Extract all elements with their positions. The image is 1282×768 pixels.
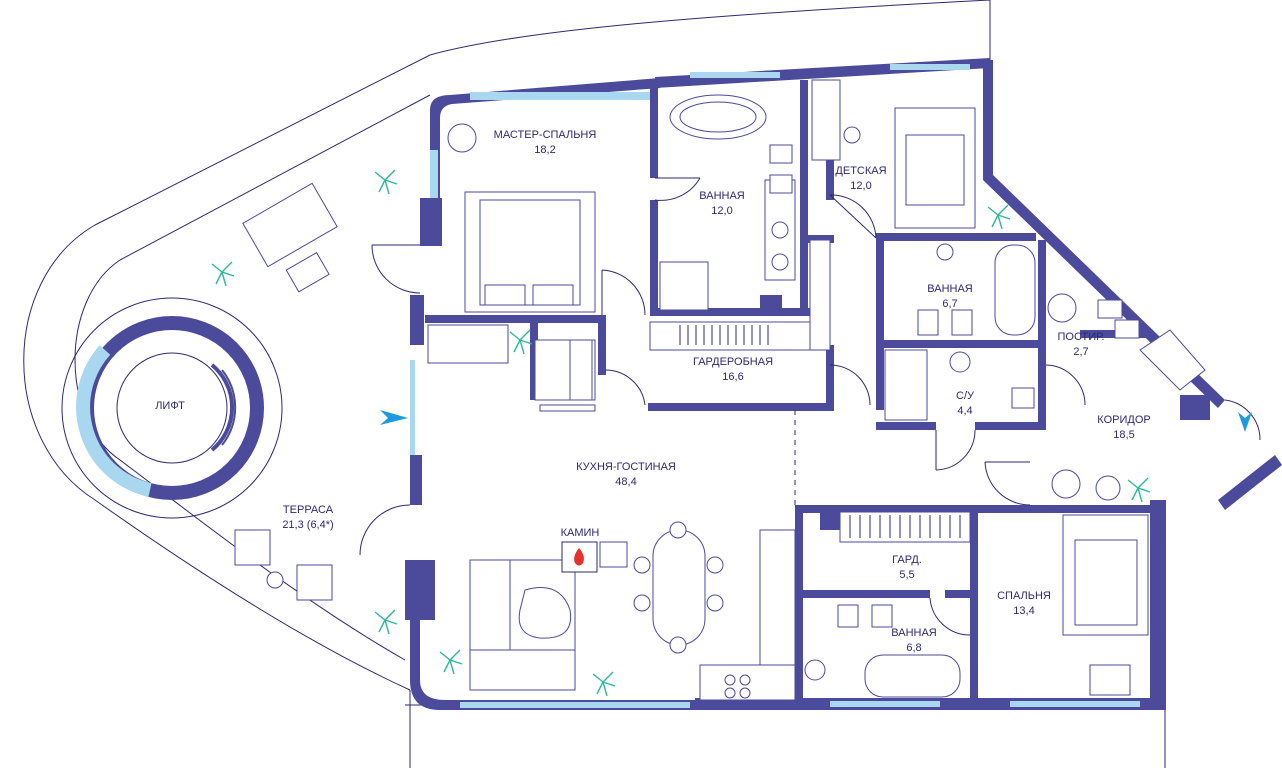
room-name: МАСТЕР-СПАЛЬНЯ <box>493 129 597 141</box>
room-area: 5,5 <box>899 569 915 581</box>
room-name: С/У <box>956 390 974 402</box>
room-label-bath-kids: ВАННАЯ 6,7 <box>927 282 972 312</box>
room-name: ВАННАЯ <box>927 283 973 295</box>
room-label-corridor: КОРИДОР 18,5 <box>1097 413 1150 443</box>
wc-fixtures <box>884 349 1035 421</box>
terrace-furniture <box>234 182 338 601</box>
room-label-lift: ЛИФТ <box>155 399 185 414</box>
room-label-master-bedroom: МАСТЕР-СПАЛЬНЯ 18,2 <box>494 128 597 158</box>
plants <box>211 169 1151 697</box>
living-furniture <box>427 324 796 701</box>
room-label-wc: С/У 4,4 <box>956 389 974 419</box>
kids-furniture <box>811 79 976 229</box>
room-label-small-wardrobe: ГАРД. 5,5 <box>892 553 922 583</box>
laundry-fixtures <box>1047 293 1206 391</box>
room-name: ГАРД. <box>892 554 922 566</box>
room-label-terrace: ТЕРРАСА 21,3 (6,4*) <box>282 503 333 533</box>
room-area: 6,8 <box>906 642 922 654</box>
master-bath-fixtures <box>659 94 796 311</box>
exterior-walls <box>405 58 1282 710</box>
room-name: КОРИДОР <box>1097 414 1151 426</box>
room-area: 6,7 <box>942 298 958 310</box>
room-name: ЛИФТ <box>155 400 185 412</box>
room-name: ГАРДЕРОБНАЯ <box>692 356 774 368</box>
room-area: 16,6 <box>722 371 744 383</box>
fireplace-icon <box>561 541 598 573</box>
small-bath-fixtures <box>804 604 961 698</box>
room-label-bath-small: ВАННАЯ 6,8 <box>891 626 936 656</box>
interior-walls <box>425 80 1155 710</box>
room-label-bedroom: СПАЛЬНЯ 13,4 <box>997 589 1051 619</box>
room-label-kitchen-living: КУХНЯ-ГОСТИНАЯ 48,4 <box>576 460 676 490</box>
room-name: ВАННАЯ <box>699 190 745 202</box>
wardrobe-shelving <box>649 239 971 543</box>
room-area: 18,5 <box>1113 429 1135 441</box>
room-area: 12,0 <box>711 205 733 217</box>
room-name: ВАННАЯ <box>891 627 937 639</box>
room-name: КАМИН <box>560 527 600 539</box>
lift-shaft <box>61 297 283 519</box>
bedroom-furniture <box>1051 469 1149 696</box>
terrace-outline-bottom <box>405 704 1166 768</box>
room-name: ТЕРРАСА <box>282 504 334 516</box>
door-swings <box>359 177 1261 636</box>
master-bed <box>447 123 596 313</box>
room-area: 18,2 <box>534 144 556 156</box>
room-area: 48,4 <box>615 476 637 488</box>
room-name: КУХНЯ-ГОСТИНАЯ <box>576 461 676 473</box>
room-area: 2,7 <box>1073 346 1089 358</box>
room-label-fireplace: КАМИН <box>561 526 600 541</box>
room-label-wardrobe: ГАРДЕРОБНАЯ 16,6 <box>693 355 773 385</box>
room-label-laundry: ПОСТИР. 2,7 <box>1058 330 1105 360</box>
terrace-outline <box>23 0 991 768</box>
room-area: 13,4 <box>1013 605 1035 617</box>
room-area: 4,4 <box>957 405 973 417</box>
room-label-bath-master: ВАННАЯ 12,0 <box>699 189 744 219</box>
room-area: 12,0 <box>850 180 872 192</box>
entry-arrow-icon <box>380 410 408 425</box>
room-label-kids: ДЕТСКАЯ 12,0 <box>835 164 886 194</box>
entry-arrow-icon-corridor <box>1238 412 1252 432</box>
room-area: 21,3 (6,4*) <box>282 519 334 531</box>
room-name: ПОСТИР. <box>1057 331 1105 343</box>
kids-bath-fixtures <box>917 243 1036 336</box>
room-name: ДЕТСКАЯ <box>835 165 887 177</box>
room-name: СПАЛЬНЯ <box>997 590 1051 602</box>
